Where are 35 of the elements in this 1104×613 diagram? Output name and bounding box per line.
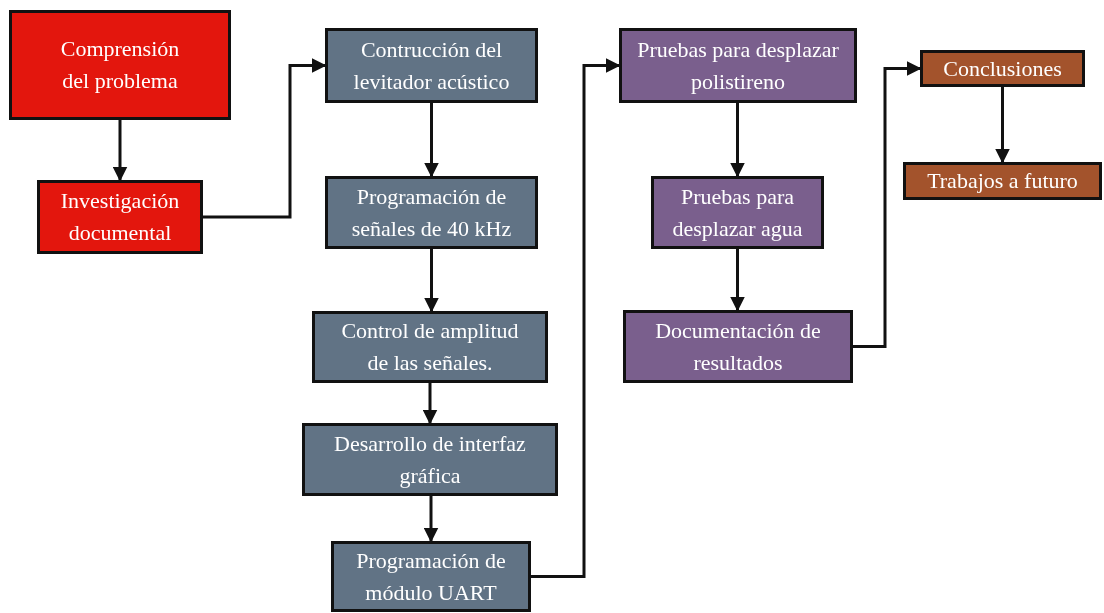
- process-box: [37, 180, 203, 254]
- arrow: [531, 58, 621, 578]
- arrow: [424, 103, 439, 178]
- box-label: Investigación documental: [59, 187, 181, 247]
- arrow: [730, 249, 745, 312]
- box-label: Documentación de resultados: [654, 316, 822, 377]
- arrow: [853, 61, 922, 348]
- process-box: [903, 162, 1102, 200]
- box-label: Desarrollo de interfaz gráfica: [333, 429, 527, 490]
- box-label: Comprensión del problema: [60, 35, 180, 95]
- box-label: Pruebas para desplazar polistireno: [636, 35, 840, 96]
- box-label: Pruebas para desplazar agua: [671, 182, 804, 243]
- process-box: [920, 50, 1085, 87]
- process-box: [651, 176, 824, 249]
- process-box: [302, 423, 558, 496]
- arrow: [424, 249, 439, 313]
- box-label: Control de amplitud de las señales.: [340, 317, 520, 377]
- arrow: [112, 120, 128, 182]
- arrow: [203, 58, 327, 219]
- arrow: [423, 496, 439, 543]
- process-box: [325, 176, 538, 249]
- process-box: [9, 10, 231, 120]
- box-label: Programación de señales de 40 kHz: [350, 182, 513, 243]
- box-label: Contrucción del levitador acústico: [352, 35, 511, 96]
- box-label: Conclusiones: [943, 54, 1062, 83]
- process-box: [312, 311, 548, 383]
- arrow: [730, 103, 745, 178]
- arrow: [422, 383, 438, 425]
- arrow: [995, 87, 1010, 164]
- box-label: Trabajos a futuro: [927, 167, 1078, 195]
- process-box: [623, 310, 853, 383]
- process-box: [325, 28, 538, 103]
- box-label: Programación de módulo UART: [355, 546, 507, 607]
- process-box: [331, 541, 531, 612]
- process-box: [619, 28, 857, 103]
